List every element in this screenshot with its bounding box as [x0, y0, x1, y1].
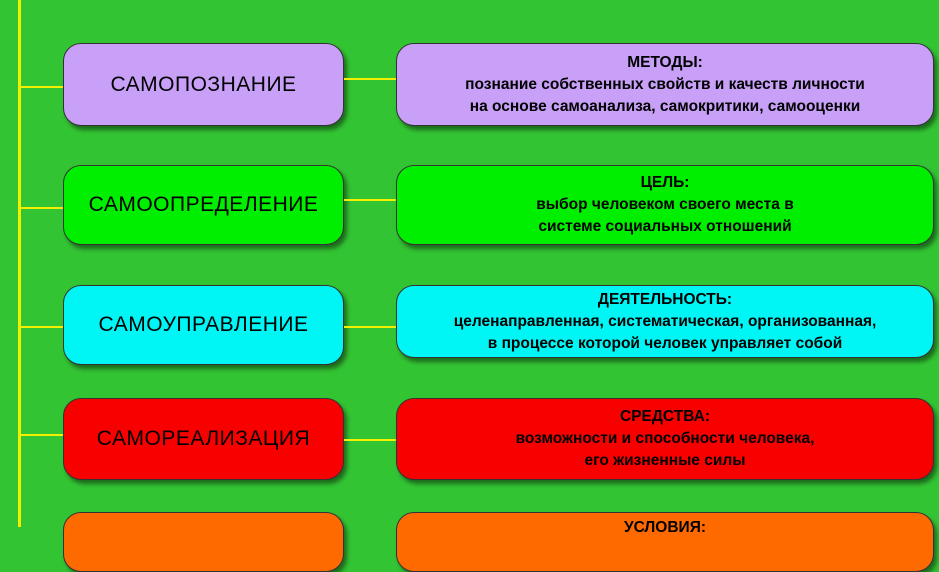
node-self-realization: САМОРЕАЛИЗАЦИЯ	[63, 398, 344, 480]
node-self-management: САМОУПРАВЛЕНИЕ	[63, 285, 344, 365]
detail-line: его жизненные силы	[584, 452, 746, 469]
detail-title: ЦЕЛЬ:	[640, 174, 690, 191]
connector-row1	[344, 78, 396, 80]
connector-spine-row3	[18, 326, 63, 328]
detail-line: целенаправленная, систематическая, орган…	[453, 312, 877, 330]
detail-activity: ДЕЯТЕЛЬНОСТЬ: целенаправленная, системат…	[396, 285, 934, 358]
detail-title: МЕТОДЫ:	[627, 53, 703, 71]
node-label: САМООПРЕДЕЛЕНИЕ	[88, 193, 319, 216]
detail-title: СРЕДСТВА:	[620, 408, 710, 425]
connector-row3	[344, 326, 396, 328]
detail-line: выбор человеком своего места в	[536, 196, 794, 213]
detail-line: на основе самоанализа, самокритики, само…	[469, 97, 861, 115]
vertical-connector	[18, 0, 21, 527]
connector-spine-row4	[18, 434, 63, 436]
node-row5	[63, 512, 344, 572]
detail-line: в процессе которой человек управляет соб…	[487, 334, 843, 352]
node-label: САМОУПРАВЛЕНИЕ	[98, 313, 309, 336]
node-self-knowledge: САМОПОЗНАНИЕ	[63, 43, 344, 126]
connector-row2	[344, 199, 396, 201]
detail-line: познание собственных свойств и качеств л…	[465, 75, 865, 93]
detail-title: УСЛОВИЯ:	[623, 519, 707, 536]
node-label: САМОПОЗНАНИЕ	[110, 72, 297, 96]
detail-line: возможности и способности человека,	[515, 430, 815, 447]
detail-means: СРЕДСТВА: возможности и способности чело…	[396, 398, 934, 480]
connector-spine-row2	[18, 207, 63, 209]
detail-title: ДЕЯТЕЛЬНОСТЬ:	[597, 290, 733, 308]
node-self-determination: САМООПРЕДЕЛЕНИЕ	[63, 165, 344, 245]
node-label: САМОРЕАЛИЗАЦИЯ	[96, 427, 311, 450]
detail-conditions: УСЛОВИЯ:	[396, 512, 934, 572]
detail-methods: МЕТОДЫ: познание собственных свойств и к…	[396, 43, 934, 126]
connector-row4	[344, 439, 396, 441]
detail-goal: ЦЕЛЬ: выбор человеком своего места в сис…	[396, 165, 934, 245]
detail-line: системе социальных отношений	[538, 218, 792, 235]
connector-spine-row1	[18, 86, 63, 88]
